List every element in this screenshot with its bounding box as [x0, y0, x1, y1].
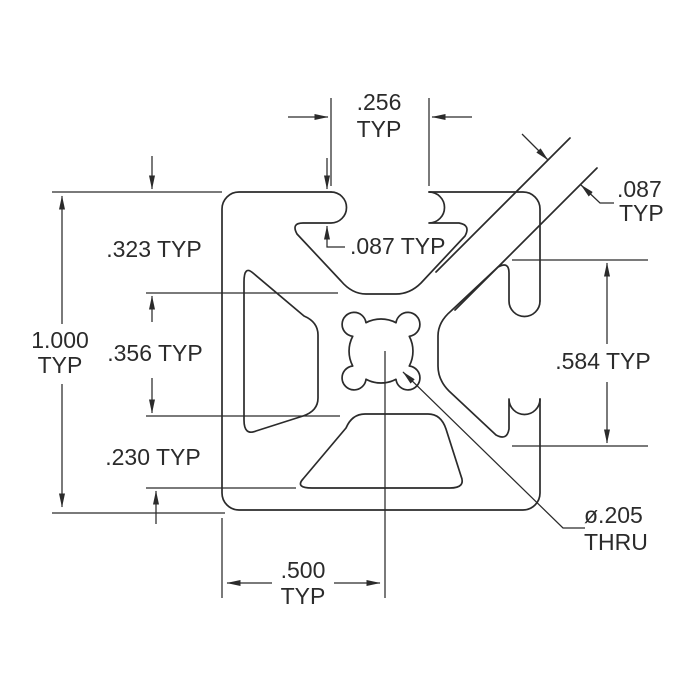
dim-center-bore: ø.205 THRU	[402, 371, 648, 555]
dim-text-slot-depth: .323 TYP	[106, 236, 201, 262]
dim-slot-depth: .323 TYP	[106, 156, 338, 322]
dim-text-slot-opening-value: .256	[357, 89, 402, 115]
dim-slot-cavity-width: .584 TYP	[512, 259, 651, 447]
web-edge-line-lower	[454, 167, 598, 311]
dim-text-half-width-qual: TYP	[281, 583, 326, 609]
dim-cavity-depth: .230 TYP	[105, 444, 296, 524]
dim-slot-opening: .256 TYP	[288, 89, 472, 186]
dim-text-bore-qual: THRU	[584, 529, 648, 555]
center-bore-outline	[341, 311, 421, 391]
dim-hub-width: .356 TYP	[107, 340, 340, 417]
bottom-slot-cavity	[299, 413, 464, 489]
dim-text-web-value: .087	[617, 176, 662, 202]
dim-lip-thickness: .087 TYP	[324, 158, 445, 259]
dim-text-overall-qual: TYP	[38, 352, 83, 378]
dim-web-thickness: .087 TYP	[521, 133, 664, 226]
right-t-slot	[437, 264, 541, 438]
dim-overall-size: 1.000 TYP	[31, 191, 225, 514]
dim-text-lip-thickness: .087 TYP	[350, 233, 445, 259]
profile-outer-boundary	[221, 191, 541, 511]
dim-text-slot-opening-qual: TYP	[357, 116, 402, 142]
dim-text-hub-width: .356 TYP	[107, 340, 202, 366]
web-edge-line-upper	[435, 137, 571, 273]
dim-text-half-width-value: .500	[281, 557, 326, 583]
top-t-slot	[294, 191, 468, 295]
dim-text-cavity-depth: .230 TYP	[105, 444, 200, 470]
dim-text-bore-value: ø.205	[584, 502, 643, 528]
dim-text-web-qual: TYP	[619, 200, 664, 226]
left-slot-cavity	[243, 269, 319, 434]
dim-text-slot-cavity-width: .584 TYP	[555, 348, 650, 374]
dim-half-width: .500 TYP	[221, 351, 386, 609]
dim-text-overall-value: 1.000	[31, 327, 89, 353]
